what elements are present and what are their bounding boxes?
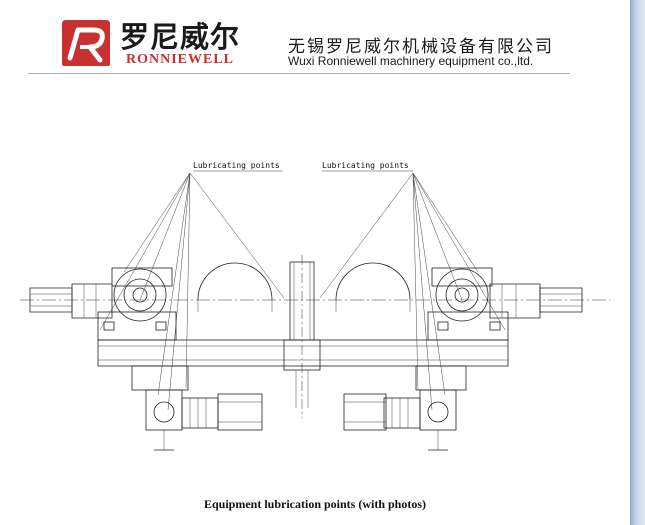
center-support: [283, 261, 321, 408]
main-beam: [97, 339, 509, 367]
left-wheel-assembly: [29, 267, 177, 341]
brand-name-english: RONNIEWELL: [126, 52, 235, 67]
lubrication-points-drawing: Lubricating points Lubricating points: [20, 161, 610, 451]
right-wheel-assembly: [427, 267, 583, 341]
left-lubrication-label: Lubricating points: [193, 161, 280, 170]
window-side-strip: [630, 0, 645, 525]
figure-caption: Equipment lubrication points (with photo…: [203, 497, 427, 511]
left-large-roller: [197, 262, 273, 312]
company-name-english: Wuxi Ronniewell machinery equipment co.,…: [288, 54, 534, 68]
document-page: 罗尼威尔 RONNIEWELL 无锡罗尼威尔机械设备有限公司 Wuxi Ronn…: [20, 20, 610, 511]
company-name-chinese: 无锡罗尼威尔机械设备有限公司: [288, 37, 554, 57]
right-drive-motor: [343, 365, 467, 451]
ronniewell-logo-icon: [62, 20, 110, 66]
right-lubrication-label: Lubricating points: [322, 161, 409, 170]
header-divider: [28, 73, 570, 74]
left-drive-motor: [131, 365, 263, 451]
brand-name-chinese: 罗尼威尔: [120, 20, 241, 54]
left-leader-lines: [99, 172, 285, 411]
right-large-roller: [335, 262, 411, 312]
